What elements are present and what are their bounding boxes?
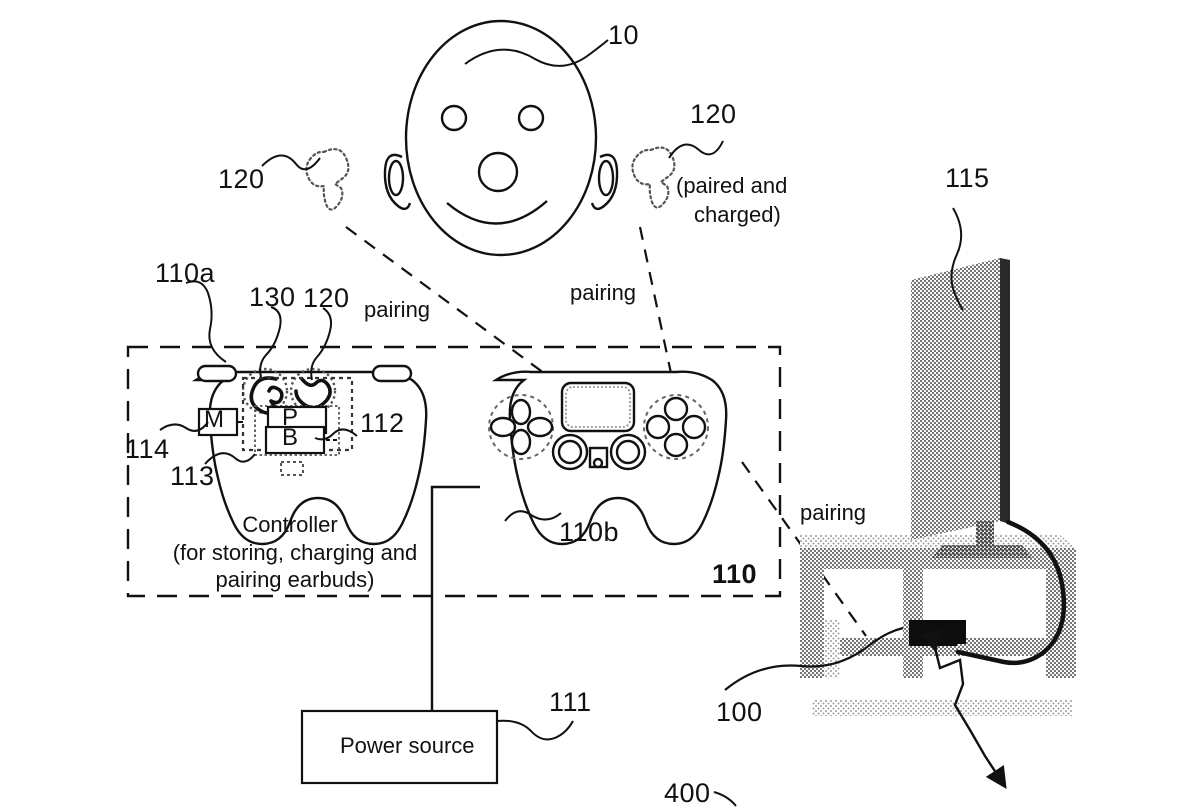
tv-neck	[976, 521, 994, 545]
label-head-10: 10	[608, 20, 640, 50]
label-paired-charged-1: (paired and	[676, 173, 788, 198]
leader-110b	[504, 510, 562, 522]
leader-earbud-right-120	[668, 140, 724, 159]
battery-glyph-b: B	[282, 424, 299, 451]
ear-left	[383, 153, 412, 211]
button-triangle	[663, 396, 689, 422]
stick-right-inner	[615, 439, 641, 465]
leader-113	[204, 452, 256, 465]
label-earbud-left-120: 120	[218, 164, 265, 194]
memory-glyph-m: M	[204, 406, 225, 433]
controller-b-buttons-ring	[643, 394, 709, 460]
leader-130	[259, 306, 282, 378]
leader-120-controller	[310, 307, 333, 381]
table-top-surface	[800, 535, 1076, 548]
label-display-115: 115	[945, 163, 990, 193]
controller-a-body	[191, 370, 428, 546]
leader-100	[724, 626, 904, 691]
head-outline	[404, 19, 598, 257]
table-leg-left	[800, 548, 824, 678]
ear-left-inner	[387, 159, 405, 197]
controller-a-shoulder-left	[196, 364, 238, 383]
leader-111	[496, 719, 574, 741]
table-inner-left	[824, 620, 840, 678]
power-source-label: Power source	[340, 733, 475, 758]
leader-115	[950, 207, 964, 311]
tv-panel	[911, 258, 1000, 540]
dpad-right	[526, 416, 554, 438]
module-group-boundary-112	[241, 376, 354, 452]
pairing-glyph-p: P	[282, 404, 299, 431]
controller-b-touchpad	[560, 381, 636, 433]
eye-right	[517, 104, 545, 132]
pairing-line-console	[741, 461, 867, 637]
pairing-line-left	[345, 226, 553, 380]
console-body-lower	[909, 636, 957, 646]
scene-pointer-400	[920, 629, 1007, 790]
controller-caption-1: Controller	[242, 512, 338, 537]
label-scene-400: 400	[664, 778, 711, 808]
label-module-113: 113	[170, 461, 215, 491]
controller-caption-2: (for storing, charging and	[172, 540, 418, 565]
tv-base	[932, 545, 1032, 558]
table-leg-right	[1046, 548, 1076, 678]
label-paired-charged-2: charged)	[694, 202, 781, 227]
label-earbud-right-120: 120	[690, 99, 737, 129]
table-leg-mid	[903, 548, 923, 678]
dpad-up	[510, 398, 532, 426]
label-module-114: 114	[125, 434, 170, 464]
label-controller-b-110b: 110b	[559, 517, 620, 547]
label-power-source-111: 111	[549, 687, 592, 717]
power-cable	[430, 485, 480, 713]
label-console-100: 100	[716, 697, 763, 727]
controller-b-home-dot	[592, 457, 604, 469]
controller-a-shoulder-right	[371, 364, 413, 383]
earbud-left-detached	[305, 147, 350, 211]
label-pairing-mid: pairing	[570, 280, 637, 305]
power-source-box	[300, 709, 499, 785]
leader-114	[159, 421, 209, 432]
system-enclosure-110	[126, 345, 782, 598]
earbud-right-detached	[631, 146, 676, 209]
label-pairing-right: pairing	[800, 500, 867, 525]
leader-400	[713, 791, 737, 807]
tv-bezel-side	[1000, 258, 1010, 524]
leader-112	[314, 428, 358, 441]
stick-left-inner	[557, 439, 583, 465]
controller-b-touchpad-inner	[565, 386, 631, 428]
pairing-line-mid	[638, 226, 674, 379]
button-cross	[663, 432, 689, 458]
label-earbud-well-130: 130	[249, 282, 296, 312]
table-shelf-low	[812, 700, 1072, 716]
tv-console-cable	[955, 519, 1067, 666]
label-controller-a-110a: 110a	[155, 258, 216, 288]
game-console-100	[909, 620, 966, 646]
eye-left	[440, 104, 468, 132]
label-pairing-left: pairing	[364, 297, 431, 322]
label-module-112: 112	[360, 408, 405, 438]
controller-caption-3: pairing earbuds)	[215, 567, 375, 592]
controller-b[interactable]	[488, 370, 728, 546]
nose	[477, 151, 519, 193]
button-circle	[681, 414, 707, 440]
television-115	[911, 258, 1032, 558]
leader-earbud-left-120	[261, 154, 321, 171]
dpad-down	[510, 428, 532, 456]
ear-right-inner	[597, 159, 615, 197]
earbud-stored-right-120	[294, 377, 332, 410]
dpad-left	[489, 416, 517, 438]
leader-head-10	[464, 39, 609, 67]
label-system-110: 110	[712, 559, 758, 589]
mouth	[446, 200, 548, 225]
button-square	[645, 414, 671, 440]
ear-right	[590, 153, 619, 211]
controller-a[interactable]	[191, 364, 428, 546]
leader-110a	[185, 280, 227, 363]
user-head-group	[383, 19, 619, 257]
label-earbud-in-controller-120: 120	[303, 283, 350, 313]
